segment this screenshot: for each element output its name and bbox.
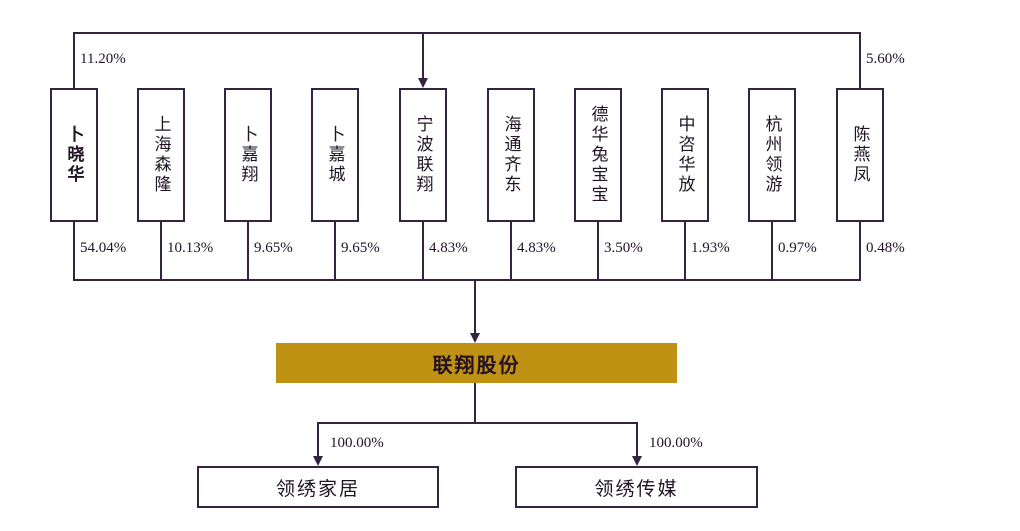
subsidiary-box: 领绣传媒: [515, 466, 758, 508]
shareholder-name: 陈燕凤: [850, 125, 870, 185]
pct-label: 9.65%: [341, 240, 380, 256]
ownership-connector-line: [422, 221, 424, 281]
ownership-connector-line: [510, 221, 512, 281]
arrow-down-icon: [632, 456, 642, 466]
shareholder-box: 海通齐东: [487, 88, 535, 222]
shareholder-name: 海通齐东: [501, 115, 521, 195]
pct-label: 4.83%: [429, 240, 468, 256]
parent-company-name: 联翔股份: [432, 354, 521, 377]
pct-label: 9.65%: [254, 240, 293, 256]
arrow-down-icon: [313, 456, 323, 466]
pct-label: 54.04%: [80, 240, 127, 256]
ownership-connector-line: [597, 221, 599, 281]
shareholder-name: 卜嘉翔: [238, 125, 258, 185]
shareholder-name: 卜嘉城: [325, 125, 345, 185]
shareholder-box: 陈燕凤: [836, 88, 884, 222]
pct-label: 3.50%: [604, 240, 643, 256]
pct-label: 0.97%: [778, 240, 817, 256]
top-rail-line: [73, 32, 861, 34]
shareholder-name: 杭州领游: [762, 115, 782, 195]
subsidiary-right-connector-line: [636, 423, 638, 457]
top-left-connector-line: [73, 33, 75, 89]
pct-label: 1.93%: [691, 240, 730, 256]
shareholder-name: 上海森隆: [151, 115, 171, 195]
ownership-connector-line: [859, 221, 861, 281]
ownership-connector-line: [247, 221, 249, 281]
shareholder-box: 卜晓华: [50, 88, 98, 222]
shareholder-box: 杭州领游: [748, 88, 796, 222]
subsidiary-rail-line: [317, 422, 638, 424]
ownership-connector-line: [334, 221, 336, 281]
shareholder-name: 德华兔宝宝: [588, 105, 608, 205]
pct-label-top-right: 5.60%: [866, 51, 905, 67]
parent-drop-line: [474, 280, 476, 334]
ownership-connector-line: [160, 221, 162, 281]
pct-label-subsidiary-right: 100.00%: [649, 435, 703, 451]
subsidiary-stub-line: [474, 383, 476, 423]
shareholder-box: 宁波联翔: [399, 88, 447, 222]
pct-label: 0.48%: [866, 240, 905, 256]
shareholder-box: 上海森隆: [137, 88, 185, 222]
pct-label: 10.13%: [167, 240, 214, 256]
ownership-connector-line: [771, 221, 773, 281]
pct-label-subsidiary-left: 100.00%: [330, 435, 384, 451]
ownership-connector-line: [684, 221, 686, 281]
subsidiary-name: 领绣家居: [275, 478, 360, 500]
shareholder-box: 卜嘉翔: [224, 88, 272, 222]
shareholder-box: 卜嘉城: [311, 88, 359, 222]
subsidiary-name: 领绣传媒: [594, 478, 679, 500]
shareholder-name: 宁波联翔: [413, 115, 433, 195]
pct-label: 4.83%: [517, 240, 556, 256]
arrow-down-icon: [418, 78, 428, 88]
subsidiary-box: 领绣家居: [197, 466, 439, 508]
pct-label-top-left: 11.20%: [80, 51, 126, 67]
shareholder-name: 中咨华放: [675, 115, 695, 195]
top-right-connector-line: [859, 33, 861, 89]
top-center-connector-line: [422, 33, 424, 80]
subsidiary-left-connector-line: [317, 423, 319, 457]
shareholder-name: 卜晓华: [64, 125, 84, 185]
shareholder-box: 中咨华放: [661, 88, 709, 222]
ownership-connector-line: [73, 221, 75, 281]
parent-company-box: 联翔股份: [276, 343, 677, 383]
bottom-rail-line: [73, 279, 861, 281]
arrow-down-icon: [470, 333, 480, 343]
shareholder-box: 德华兔宝宝: [574, 88, 622, 222]
